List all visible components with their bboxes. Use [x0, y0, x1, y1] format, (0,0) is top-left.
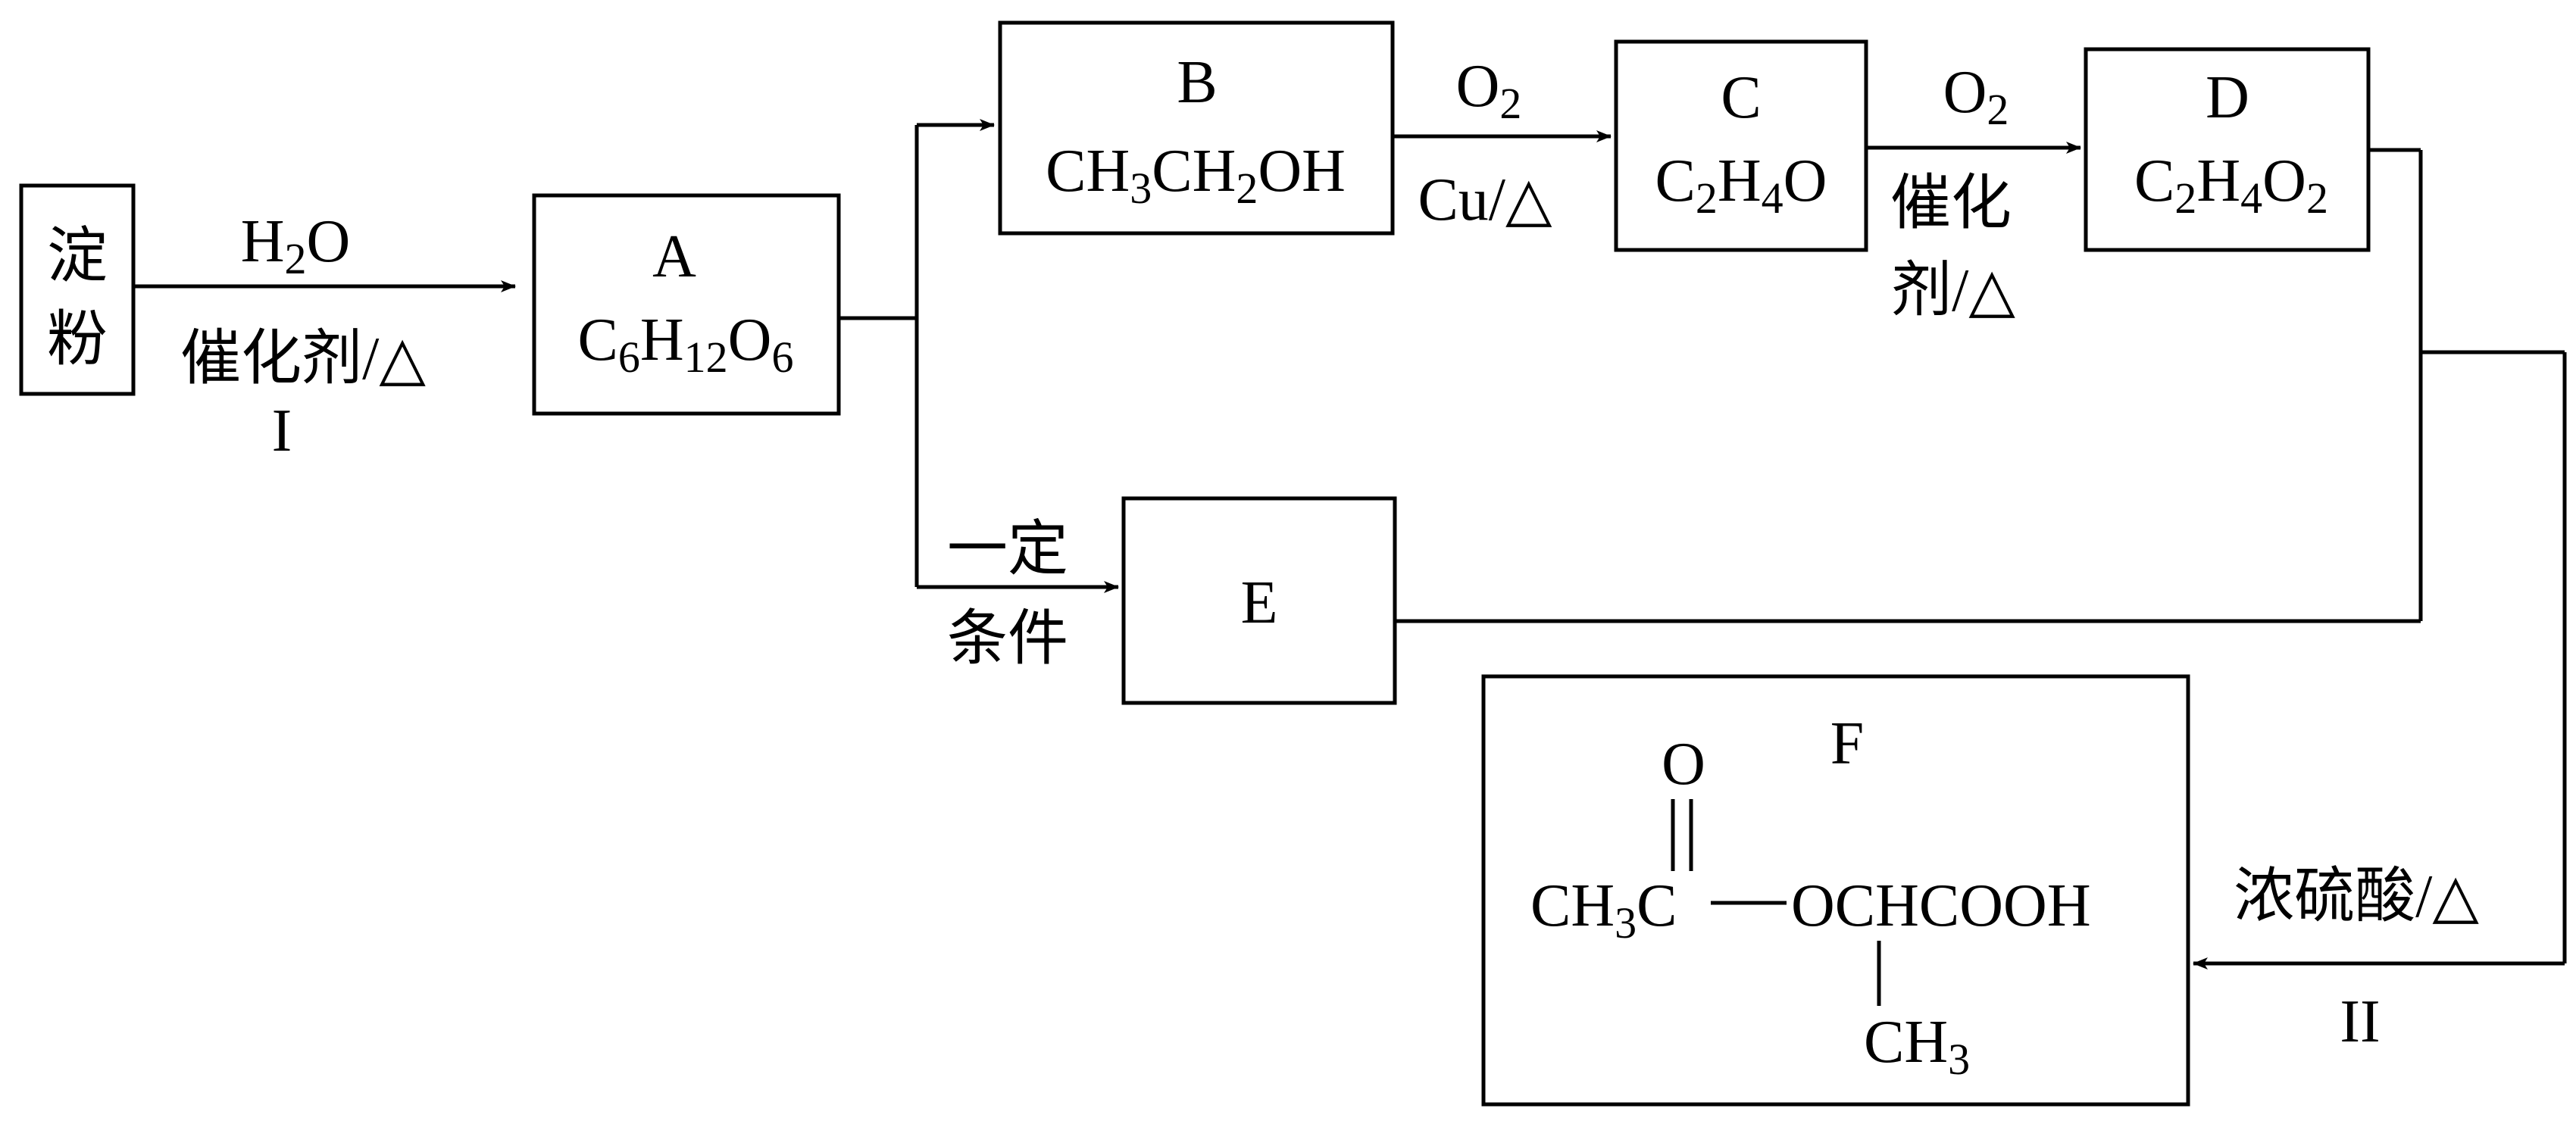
c-to-d-condition-line1: 催化 [1890, 170, 2012, 237]
node-b: B CH3CH2OH [998, 20, 1395, 236]
f-carbonyl-oxygen: O [1662, 731, 1705, 798]
a-to-e-condition-line2: 条件 [947, 606, 1068, 673]
node-b-letter: B [1177, 49, 1217, 116]
node-a-letter: A [652, 223, 696, 290]
node-d-formula: C2H4O2 [2134, 148, 2328, 223]
node-e-letter: E [1241, 570, 1278, 636]
f-ch3-branch: CH3 [1864, 1009, 1970, 1084]
node-e: E [1121, 496, 1397, 705]
starch-node: 淀 粉 [19, 183, 136, 396]
node-d: D C2H4O2 [2084, 47, 2371, 252]
f-ch3-left: CH3C [1530, 873, 1677, 948]
node-a-formula: C6H12O6 [578, 307, 794, 382]
f-chain: OCHCOOH [1791, 873, 2091, 939]
c-to-d-reagent: O2 [1943, 59, 2009, 134]
b-to-c-condition: Cu/△ [1418, 167, 1552, 233]
starch-label-line1: 淀 [47, 223, 108, 290]
to-f-step-label: II [2340, 988, 2380, 1055]
starch-label-line2: 粉 [47, 307, 108, 373]
step1-reagent: H2O [241, 208, 351, 283]
node-d-letter: D [2206, 64, 2249, 131]
a-to-e-condition-line1: 一定 [947, 517, 1068, 583]
to-f-condition: 浓硫酸/△ [2234, 863, 2479, 930]
step1-condition: 催化剂/△ [180, 326, 426, 392]
node-b-formula: CH3CH2OH [1046, 138, 1346, 213]
step1-label: I [272, 398, 292, 464]
node-f-letter: F [1830, 710, 1865, 777]
c-to-d-condition-line2: 剂/△ [1891, 258, 2015, 324]
node-f: F O CH3C OCHCOOH CH3 [1481, 674, 2190, 1107]
node-a: A C6H12O6 [532, 193, 841, 416]
node-c-formula: C2H4O [1655, 148, 1827, 223]
node-c: C C2H4O [1614, 39, 1868, 252]
node-c-letter: C [1721, 64, 1761, 131]
b-to-c-reagent: O2 [1456, 53, 1522, 128]
